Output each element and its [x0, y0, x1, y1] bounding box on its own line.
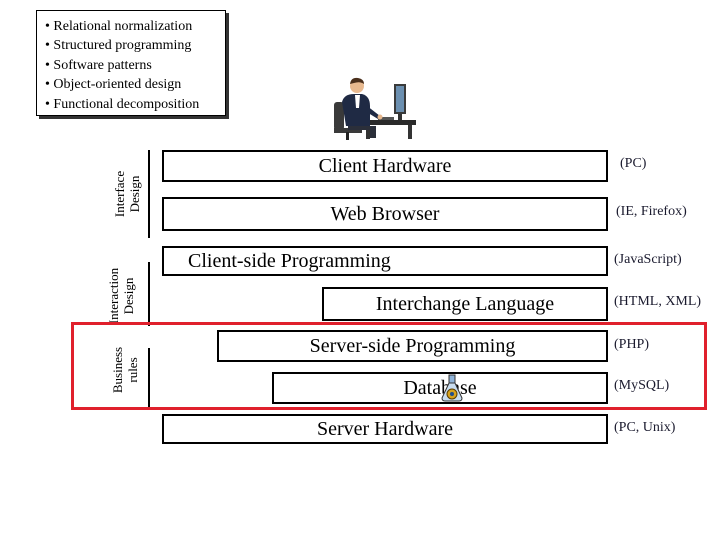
note-server-side-programming: (PHP): [614, 337, 650, 352]
person-at-computer-icon: [334, 77, 416, 140]
note-client-hardware: (PC): [620, 156, 647, 171]
approach-item: Relational normalization: [45, 17, 225, 36]
note-interchange-language: (HTML, XML): [614, 294, 702, 309]
layer-label: Interchange Language: [375, 292, 555, 315]
layer-label: Server Hardware: [316, 417, 454, 440]
layer-label: Client-side Programming: [188, 249, 391, 272]
approach-item: Object-oriented design: [45, 75, 225, 94]
note-client-side-programming: (JavaScript): [614, 252, 682, 267]
approach-item: Structured programming: [45, 36, 225, 55]
approach-item: Functional decomposition: [45, 95, 225, 114]
design-approaches-box: Relational normalization Structured prog…: [36, 10, 226, 116]
layer-client-side-programming: Client-side Programming: [162, 246, 608, 276]
approach-item: Software patterns: [45, 56, 225, 75]
layer-label: Client Hardware: [318, 154, 452, 177]
layer-label: Server-side Programming: [309, 334, 516, 357]
interface-design-label: Interface Design: [112, 170, 142, 218]
layer-interchange-language: Interchange Language: [322, 287, 608, 321]
database-flask-icon: [441, 374, 463, 402]
note-server-hardware: (PC, Unix): [614, 420, 676, 435]
layer-label: Web Browser: [330, 202, 440, 225]
interaction-design-line: [148, 262, 150, 326]
note-database: (MySQL): [614, 378, 670, 393]
business-rules-highlight: [71, 322, 707, 410]
note-web-browser: (IE, Firefox): [616, 204, 687, 219]
layer-web-browser: Web Browser: [162, 197, 608, 231]
layer-client-hardware: Client Hardware: [162, 150, 608, 182]
layer-server-side-programming: Server-side Programming: [217, 330, 608, 362]
business-rules-line: [148, 348, 150, 408]
interface-design-line: [148, 150, 150, 238]
layer-server-hardware: Server Hardware: [162, 414, 608, 444]
